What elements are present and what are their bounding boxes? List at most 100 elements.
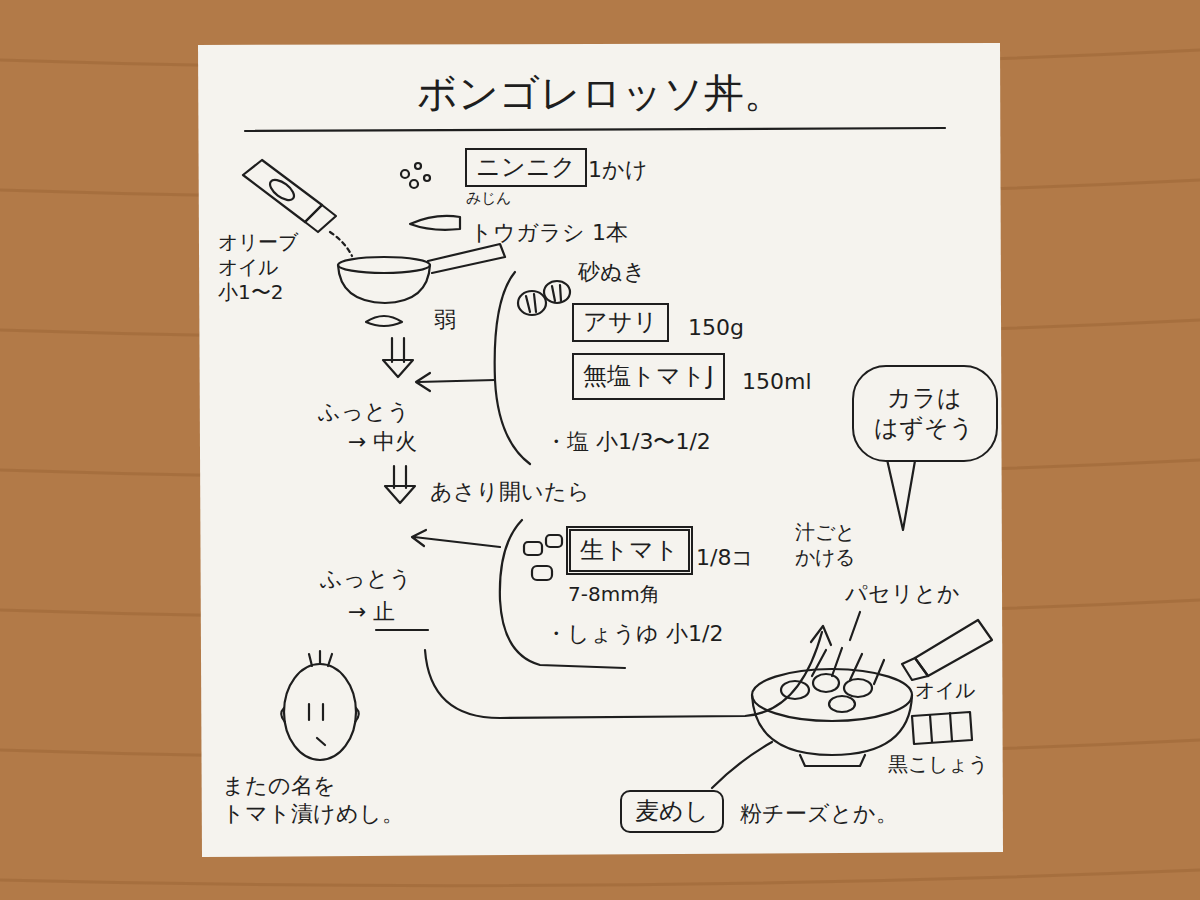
pepper-grinder — [912, 712, 972, 744]
label-holder: あさり開いたら — [430, 478, 590, 506]
rice-box: 麦めし — [620, 790, 724, 833]
bowl — [752, 695, 912, 755]
garlic-bit — [424, 175, 430, 181]
note-text: トウガラシ 1本 — [470, 219, 628, 247]
note-text: 弱 — [434, 306, 456, 334]
note-text: ふっとう — [318, 398, 410, 426]
clam — [829, 696, 855, 712]
note-text: 砂ぬき — [578, 258, 646, 286]
pan-rim — [338, 257, 430, 273]
tomato-piece — [524, 542, 542, 555]
node-text: アサリ — [582, 307, 659, 337]
node-text: ニンニク — [475, 152, 577, 182]
face-doodle — [309, 704, 325, 745]
bracket — [495, 272, 530, 464]
label-holder: 汁ごと かける — [795, 520, 867, 570]
leader-line — [712, 742, 772, 788]
face-doodle — [281, 708, 359, 722]
note-text: → 中火 — [348, 428, 417, 456]
grain-line — [0, 870, 1200, 886]
label-holder: ・塩 小1/3〜1/2 — [545, 428, 711, 456]
clam — [518, 291, 546, 315]
note-text: 1/8コ — [696, 544, 754, 572]
paper-note — [198, 43, 1003, 857]
note-text: → 止 — [348, 598, 395, 626]
note-text: オイル — [915, 678, 975, 703]
node-text: 生トマト — [579, 535, 680, 565]
add-arrow — [416, 373, 495, 391]
clam — [544, 281, 570, 303]
clam — [813, 674, 839, 692]
add-arrow — [412, 530, 500, 547]
tomato-piece — [532, 566, 552, 580]
note-text: またの名を トマト漬けめし。 — [222, 772, 472, 827]
flow-arrow — [392, 338, 404, 362]
bubble-tail — [886, 455, 916, 530]
stop-underline — [376, 629, 428, 631]
clam — [526, 294, 536, 312]
flame — [366, 316, 402, 326]
garlic-bit — [401, 170, 409, 178]
note-text: パセリとか — [845, 580, 960, 608]
label-holder: ふっとう — [318, 398, 410, 426]
node-text: カラは はずそう — [874, 383, 974, 443]
note-text: ・しょうゆ 小1/2 — [545, 620, 723, 648]
node-text: 麦めし — [634, 796, 710, 826]
label-holder: 150g — [688, 314, 744, 342]
speech-bubble: カラは はずそう — [852, 365, 998, 462]
label-holder: またの名を トマト漬けめし。 — [222, 772, 472, 827]
face-doodle — [309, 651, 332, 666]
label-holder: パセリとか — [845, 580, 960, 608]
note-text: 汁ごと かける — [795, 520, 867, 570]
label-holder: 弱 — [434, 306, 456, 334]
bowl-foot — [800, 755, 865, 766]
title-holder: ボンゴレロッソ丼。 — [200, 68, 1000, 118]
oil-bottle — [243, 160, 322, 222]
label-holder: 1かけ — [588, 156, 648, 184]
label-holder: 1/8コ — [696, 544, 754, 572]
note-text: 7-8mm角 — [568, 582, 660, 607]
oil-bottle — [915, 620, 992, 676]
ingredient-box: 生トマト — [566, 526, 693, 575]
pan-handle — [428, 244, 505, 273]
bottle-label — [267, 176, 298, 204]
garlic-bit — [410, 180, 418, 188]
label-holder: 砂ぬき — [578, 258, 646, 286]
label-holder: → 中火 — [348, 428, 417, 456]
parsley-strokes — [812, 648, 884, 684]
ingredient-box: ニンニク — [465, 148, 587, 187]
note-text: 粉チーズとか。 — [740, 800, 898, 828]
label-holder: オイル — [915, 678, 975, 703]
label-holder: 黒こしょう — [888, 752, 988, 777]
note-text: みじん — [466, 189, 511, 208]
note-text: あさり開いたら — [430, 478, 590, 506]
pepper-grinder — [930, 713, 952, 742]
note-text: ・塩 小1/3〜1/2 — [545, 428, 711, 456]
flow-arrow — [394, 466, 406, 488]
note-text: 150g — [688, 314, 744, 342]
clam — [781, 681, 809, 699]
pour-arrowhead — [811, 626, 831, 645]
ingredient-box: アサリ — [572, 303, 669, 342]
label-holder: トウガラシ 1本 — [470, 219, 628, 247]
bottle-neck — [305, 205, 336, 232]
flow-arrow — [385, 486, 415, 503]
label-holder: 150ml — [742, 368, 812, 396]
label-holder: みじん — [466, 189, 511, 208]
note-text: 黒こしょう — [888, 752, 988, 777]
title-underline — [245, 128, 945, 131]
bottle-neck — [902, 658, 928, 680]
leader-line — [850, 612, 860, 640]
oil-drip — [330, 232, 352, 256]
garlic-bit — [415, 163, 421, 169]
label-holder: オリーブ オイル 小1〜2 — [218, 230, 310, 305]
clam — [552, 285, 561, 301]
note-text: 150ml — [742, 368, 812, 396]
recipe-title: ボンゴレロッソ丼。 — [200, 68, 1000, 118]
face-doodle — [284, 664, 356, 760]
clam — [844, 679, 872, 697]
label-holder: ・しょうゆ 小1/2 — [545, 620, 723, 648]
node-text: 無塩トマトJ — [582, 361, 715, 391]
label-holder: ふっとう — [320, 565, 412, 593]
